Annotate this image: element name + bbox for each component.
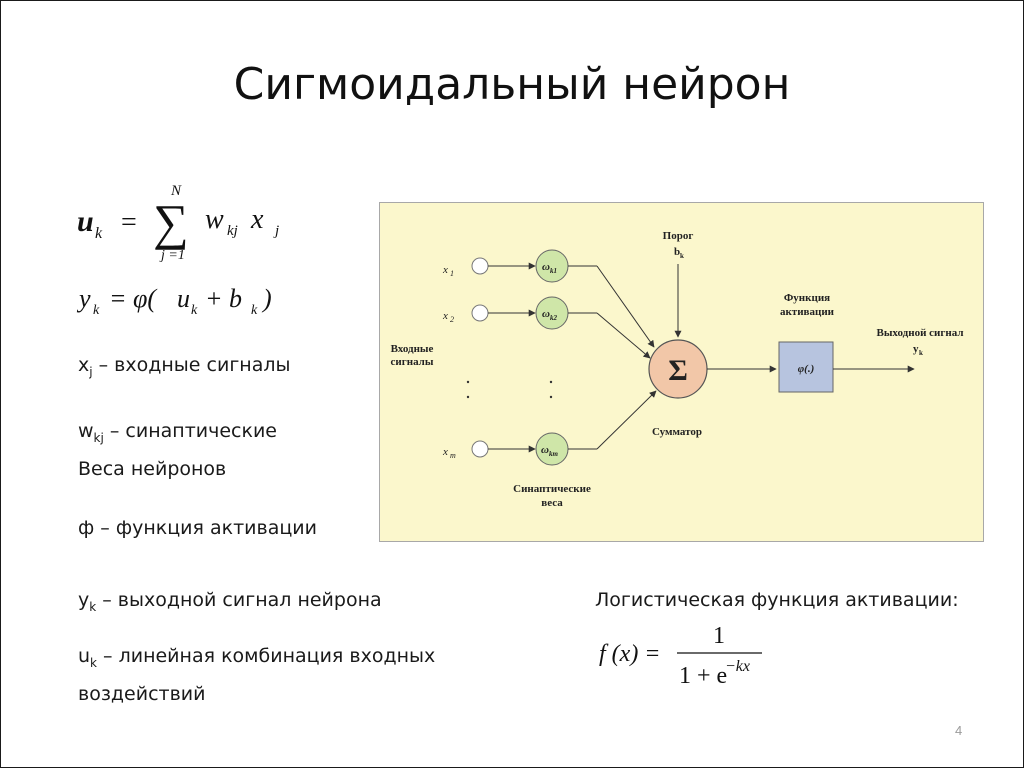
desc-yk-sub: k	[89, 599, 97, 614]
input-x2-sub: 2	[450, 315, 454, 324]
input-xm-base: x	[442, 446, 448, 458]
output-y-sub: k	[919, 349, 923, 357]
input-x2: x 2	[442, 310, 454, 324]
desc-xj-sym: x	[78, 354, 90, 376]
formula-uk-x: x	[250, 204, 264, 235]
input-xm-sub: m	[450, 451, 456, 460]
desc-wkj-line2: Веса нейронов	[78, 457, 227, 480]
weight-k1-base: ω	[542, 261, 550, 273]
formula-yk-y-sub: k	[93, 303, 100, 318]
desc-uk: uk – линейная комбинация входных воздейс…	[78, 641, 435, 710]
input-node-x1	[471, 257, 489, 275]
edge-wm-sum-diag	[596, 390, 657, 450]
formula-uk-w: w	[205, 204, 224, 235]
logistic-numerator: 1	[713, 623, 725, 649]
formula-uk: u k = ∑ N j =1 w kj x j	[77, 183, 279, 263]
input-signals-label-2: сигналы	[391, 356, 434, 368]
weight-node-k1	[535, 249, 569, 283]
desc-phi: ф – функция активации	[78, 513, 317, 544]
formula-yk-eq-phi: = φ(	[109, 284, 157, 313]
edge-w2-sum-diag	[596, 312, 651, 359]
input-ellipsis	[466, 380, 553, 399]
desc-yk-text: – выходной сигнал нейрона	[96, 589, 382, 611]
weight-k2-sub: k2	[550, 314, 558, 322]
desc-xj-sub: j	[89, 364, 93, 379]
activation-label-1: Функция	[784, 292, 830, 304]
desc-uk-text: – линейная комбинация входных	[97, 645, 436, 667]
desc-uk-sub: k	[90, 655, 97, 670]
desc-xj-text: – входные сигналы	[92, 354, 291, 376]
logistic-label: Логистическая функция активации:	[595, 585, 959, 616]
summator-label: Сумматор	[652, 426, 702, 438]
formula-yk-y: y	[76, 284, 91, 313]
input-node-xm	[471, 440, 489, 458]
formula-uk-sum: ∑	[153, 194, 189, 250]
input-x1: x 1	[442, 264, 454, 278]
threshold-label: Порог	[663, 230, 694, 242]
input-x1-base: x	[442, 264, 448, 276]
threshold-b: b	[674, 246, 680, 258]
logistic-label-text: Логистическая функция активации:	[595, 589, 959, 611]
desc-phi-text: ф – функция активации	[78, 517, 317, 539]
weight-km-sub: km	[549, 450, 559, 458]
input-x1-sub: 1	[450, 269, 454, 278]
desc-uk-line2: воздействий	[78, 682, 206, 705]
desc-wkj: wkj – синаптические Веса нейронов	[78, 416, 277, 485]
activation-symbol: φ(.)	[798, 363, 815, 375]
formula-yk-b-sub: k	[251, 303, 258, 318]
formula-yk: y k = φ( u k + b k )	[76, 284, 272, 318]
input-signals-label-1: Входные	[391, 343, 434, 355]
formula-uk-eq: =	[121, 207, 137, 238]
desc-wkj-text: – синаптические	[103, 420, 277, 442]
weight-km-base: ω	[541, 444, 549, 456]
synaptic-label-2: веса	[541, 497, 563, 509]
formula-uk-sum-lower: j =1	[159, 248, 185, 263]
formula-yk-u-sub: k	[191, 303, 198, 318]
formula-uk-lhs: u	[77, 205, 94, 238]
summator-symbol: Σ	[668, 354, 688, 387]
formula-yk-u: u	[177, 284, 190, 313]
formula-uk-x-sub: j	[273, 223, 279, 239]
desc-yk-sym: y	[78, 589, 90, 611]
formula-uk-sum-upper: N	[170, 183, 182, 199]
activation-box	[778, 341, 834, 393]
desc-yk: yk – выходной сигнал нейрона	[78, 585, 382, 623]
desc-wkj-sub: kj	[93, 430, 104, 445]
threshold-b-sub: k	[680, 252, 684, 260]
output-label: Выходной сигнал	[876, 327, 963, 339]
slide-title: Сигмоидальный нейрон	[233, 59, 791, 110]
activation-label-2: активации	[780, 306, 835, 318]
output-y: y	[913, 343, 919, 355]
edge-w1-sum-diag	[596, 265, 655, 348]
formula-yk-plus-b: + b	[205, 284, 242, 313]
weight-k1-sub: k1	[550, 267, 557, 275]
neuron-diagram: Входные сигналы x 1 x 2 x m	[379, 202, 984, 542]
formula-uk-w-sub: kj	[227, 223, 238, 239]
input-xm: x m	[442, 446, 456, 460]
logistic-formula: f (x) = 1 1 + e −kx	[599, 623, 762, 689]
formula-yk-close: )	[261, 284, 272, 313]
page-number: 4	[955, 723, 963, 738]
logistic-exponent: −kx	[725, 658, 750, 675]
desc-wkj-sym: w	[78, 420, 94, 442]
input-x2-base: x	[442, 310, 448, 322]
weight-node-k2	[535, 296, 569, 330]
desc-xj: xj – входные сигналы	[78, 350, 291, 388]
logistic-lhs: f (x) =	[599, 641, 661, 667]
formula-uk-lhs-sub: k	[95, 225, 103, 242]
logistic-denominator: 1 + e	[679, 663, 727, 689]
synaptic-label-1: Синаптические	[513, 483, 591, 495]
desc-uk-sym: u	[78, 645, 91, 667]
weight-k2-base: ω	[542, 308, 550, 320]
input-node-x2	[471, 304, 489, 322]
